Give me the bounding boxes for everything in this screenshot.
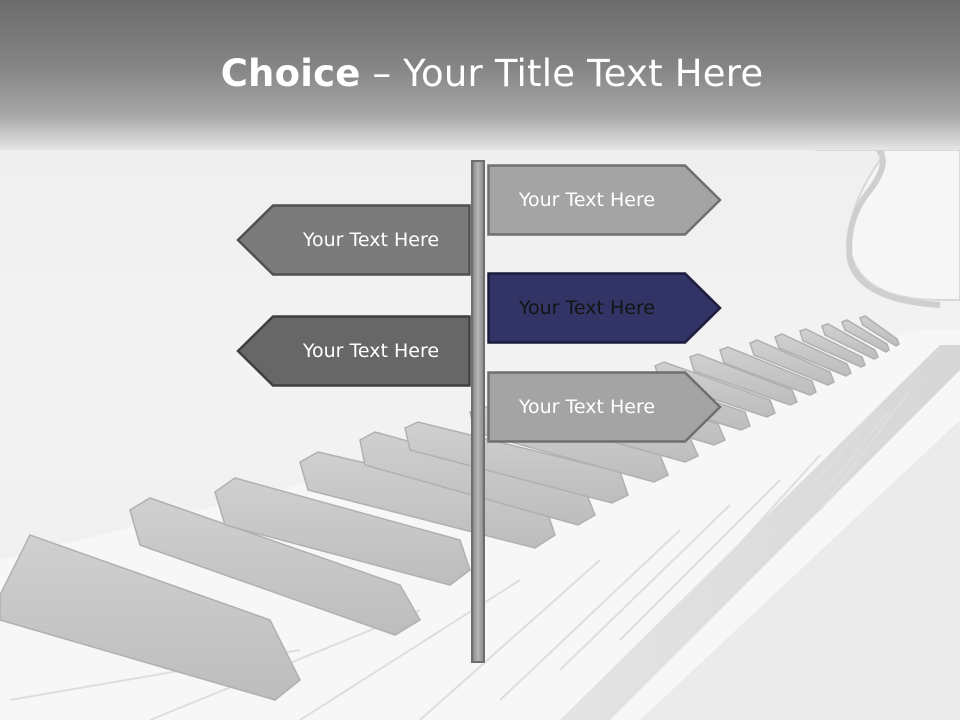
arrow-right-shape bbox=[487, 272, 722, 344]
arrow-right-shape bbox=[487, 371, 722, 443]
sign-arrow-right-1: Your Text Here bbox=[487, 164, 723, 236]
sign-label: Your Text Here bbox=[518, 297, 656, 319]
title-bar bbox=[0, 0, 960, 150]
sign-label: Your Text Here bbox=[302, 340, 440, 362]
slide-title: Choice – Your Title Text Here bbox=[0, 52, 960, 95]
arrow-left-shape bbox=[236, 315, 471, 387]
sign-arrow-left-1: Your Text Here bbox=[235, 204, 471, 276]
sign-label: Your Text Here bbox=[518, 396, 656, 418]
sign-arrow-right-2: Your Text Here bbox=[487, 371, 723, 443]
sign-arrow-left-2: Your Text Here bbox=[235, 315, 471, 387]
title-text: Your Title Text Here bbox=[403, 52, 764, 95]
arrow-right-shape bbox=[487, 164, 722, 236]
title-bold-word: Choice bbox=[220, 52, 361, 95]
title-separator: – bbox=[360, 52, 404, 95]
sign-arrow-right-highlight: Your Text Here bbox=[487, 272, 723, 344]
arrow-left-shape bbox=[236, 204, 471, 276]
sign-label: Your Text Here bbox=[302, 229, 440, 251]
sign-label: Your Text Here bbox=[518, 189, 656, 211]
signpost-pole bbox=[471, 160, 485, 663]
